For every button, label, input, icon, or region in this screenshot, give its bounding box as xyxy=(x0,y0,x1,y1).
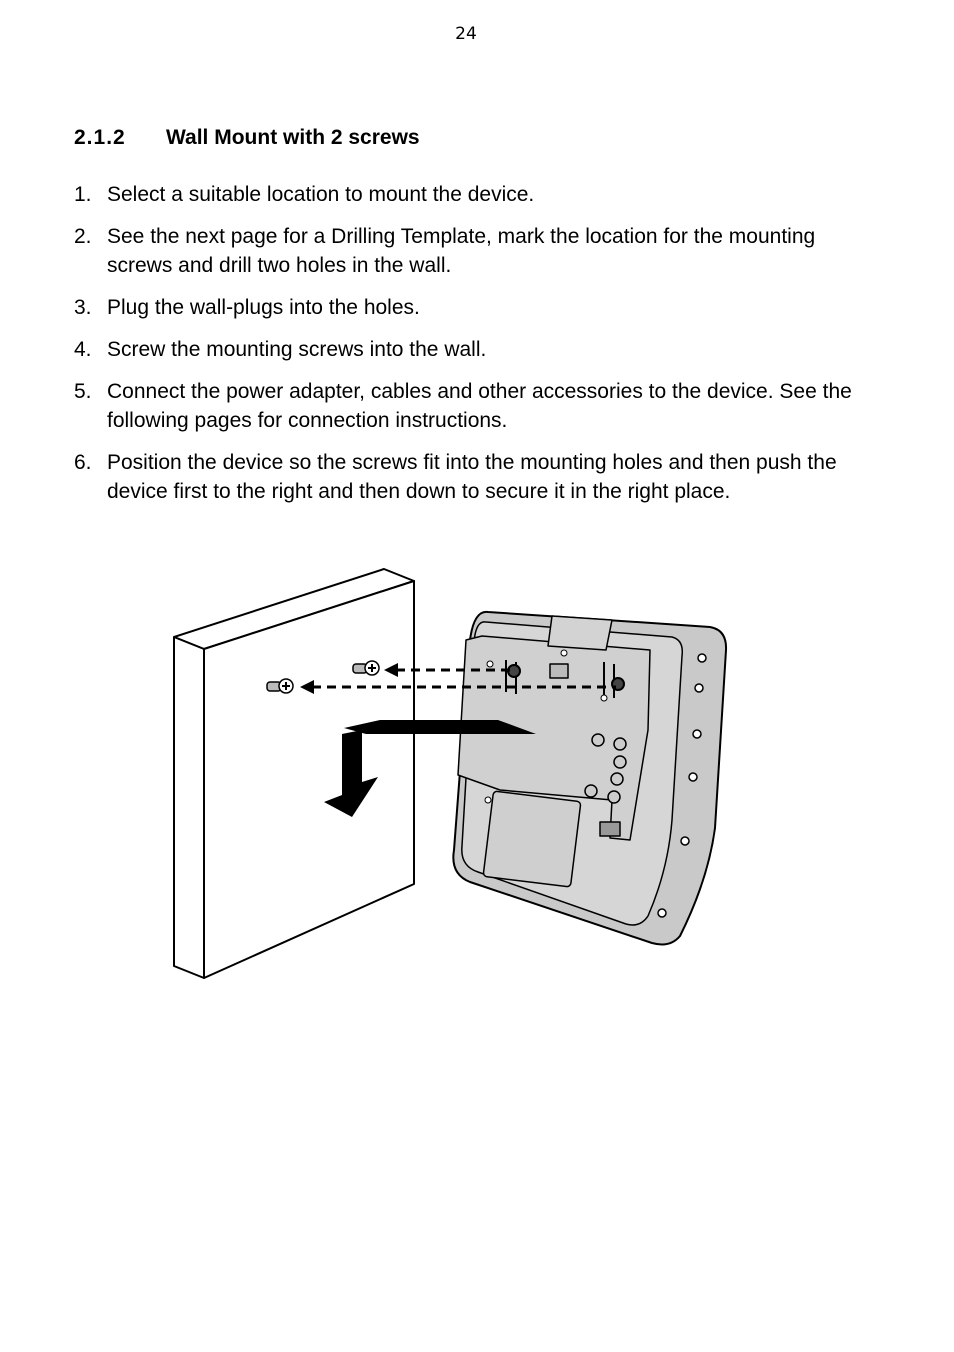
step-text: See the next page for a Drilling Templat… xyxy=(107,225,816,277)
screw-icon xyxy=(266,678,294,694)
step-text: Screw the mounting screws into the wall. xyxy=(107,338,487,361)
list-item: 6. Position the device so the screws fit … xyxy=(74,448,874,506)
wall-mount-illustration xyxy=(173,568,728,979)
step-text: Plug the wall-plugs into the holes. xyxy=(107,296,420,319)
device-body xyxy=(452,610,728,946)
list-item: 5. Connect the power adapter, cables and … xyxy=(74,377,874,435)
step-number: 3. xyxy=(74,296,92,319)
list-item: 1. Select a suitable location to mount th… xyxy=(74,180,874,209)
step-number: 1. xyxy=(74,183,92,206)
push-right-arrow-icon xyxy=(344,720,536,734)
step-number: 2. xyxy=(74,225,92,248)
steps-list: 1. Select a suitable location to mount th… xyxy=(74,180,874,519)
step-number: 6. xyxy=(74,451,92,474)
step-number: 5. xyxy=(74,380,92,403)
alignment-arrows xyxy=(300,663,616,694)
push-down-arrow-icon xyxy=(324,730,378,817)
list-item: 4. Screw the mounting screws into the wal… xyxy=(74,335,874,364)
step-number: 4. xyxy=(74,338,92,361)
list-item: 2. See the next page for a Drilling Templ… xyxy=(74,222,874,280)
list-item: 3. Plug the wall-plugs into the holes. xyxy=(74,293,874,322)
step-text: Position the device so the screws fit in… xyxy=(107,451,837,503)
screw-icon xyxy=(352,660,380,676)
page-number: 24 xyxy=(455,24,477,44)
section-heading: 2.1.2 Wall Mount with 2 screws xyxy=(74,126,420,150)
section-title: Wall Mount with 2 screws xyxy=(166,126,420,149)
wall-block xyxy=(173,568,415,979)
step-text: Connect the power adapter, cables and ot… xyxy=(107,380,852,432)
step-text: Select a suitable location to mount the … xyxy=(107,183,535,206)
section-number: 2.1.2 xyxy=(74,126,126,149)
